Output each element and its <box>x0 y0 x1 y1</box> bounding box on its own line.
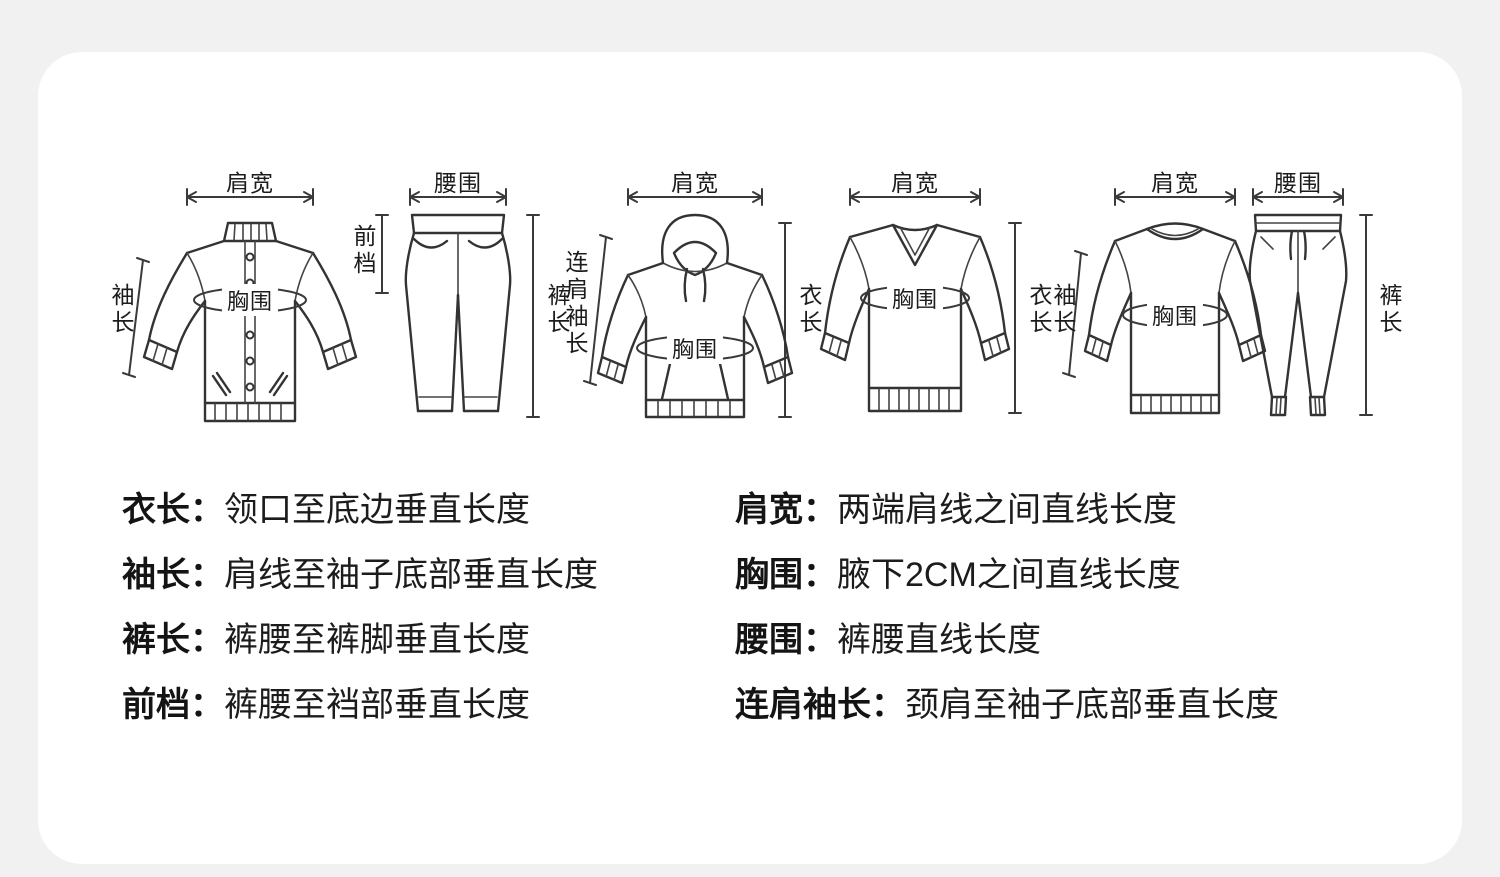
hoodie-garment-length-label: 衣长 <box>796 283 822 337</box>
glossary-term: 连肩袖长： <box>735 686 905 724</box>
sweater-chest-label: 胸围 <box>886 282 944 314</box>
hoodie-shoulder-width-label: 肩宽 <box>671 170 719 196</box>
glossary-row-sleeve-length: 袖长：肩线至袖子底部垂直长度 <box>122 557 598 593</box>
jogger-length-label: 裤长 <box>1376 283 1402 337</box>
jacket-shoulder-width-label: 肩宽 <box>226 170 274 196</box>
glossary-left-column: 衣长：领口至底边垂直长度 袖长：肩线至袖子底部垂直长度 裤长：裤腰至裤脚垂直长度… <box>122 492 598 752</box>
glossary-definition: 腋下2CM之间直线长度 <box>837 556 1181 594</box>
glossary-row-shoulder-width: 肩宽：两端肩线之间直线长度 <box>735 492 1279 528</box>
glossary-definition: 肩线至袖子底部垂直长度 <box>224 556 598 594</box>
glossary-term: 裤长： <box>122 621 224 659</box>
glossary-definition: 两端肩线之间直线长度 <box>837 491 1177 529</box>
size-guide-card <box>38 52 1462 864</box>
glossary-definition: 裤腰至裆部垂直长度 <box>224 686 530 724</box>
glossary-term: 前档： <box>122 686 224 724</box>
glossary-term: 胸围： <box>735 556 837 594</box>
sweatshirt-shoulder-width-label: 肩宽 <box>1151 170 1199 196</box>
glossary-row-garment-length: 衣长：领口至底边垂直长度 <box>122 492 598 528</box>
glossary-term: 腰围： <box>735 621 837 659</box>
sweatshirt-sleeve-length-label: 袖长 <box>1050 283 1076 337</box>
glossary-term: 肩宽： <box>735 491 837 529</box>
glossary-definition: 领口至底边垂直长度 <box>224 491 530 529</box>
sweatshirt-chest-label: 胸围 <box>1146 299 1204 331</box>
glossary-row-raglan-sleeve: 连肩袖长：颈肩至袖子底部垂直长度 <box>735 687 1279 723</box>
jacket-sleeve-length-label: 袖长 <box>108 283 134 337</box>
jacket-chest-label: 胸围 <box>221 284 279 316</box>
pants-waist-label: 腰围 <box>434 170 482 196</box>
glossary-row-waist: 腰围：裤腰直线长度 <box>735 622 1279 658</box>
glossary-row-pants-length: 裤长：裤腰至裤脚垂直长度 <box>122 622 598 658</box>
glossary-definition: 颈肩至袖子底部垂直长度 <box>905 686 1279 724</box>
sweater-illustration <box>819 188 1022 414</box>
sweater-shoulder-width-label: 肩宽 <box>891 170 939 196</box>
pants-front-rise-label: 前档 <box>350 224 376 278</box>
hoodie-raglan-sleeve-label: 连肩袖长 <box>562 250 588 358</box>
pants-illustration <box>375 188 540 418</box>
jogger-waist-label: 腰围 <box>1274 170 1322 196</box>
hoodie-illustration <box>583 188 794 419</box>
glossary-term: 袖长： <box>122 556 224 594</box>
pants-length-label: 裤长 <box>544 283 570 337</box>
glossary-row-chest: 胸围：腋下2CM之间直线长度 <box>735 557 1279 593</box>
jacket-illustration <box>122 188 358 423</box>
glossary-row-front-rise: 前档：裤腰至裆部垂直长度 <box>122 687 598 723</box>
sweater-garment-length-label: 衣长 <box>1026 283 1052 337</box>
glossary-definition: 裤腰至裤脚垂直长度 <box>224 621 530 659</box>
jogger-pants-illustration <box>1248 188 1373 417</box>
hoodie-chest-label: 胸围 <box>666 332 724 364</box>
glossary-right-column: 肩宽：两端肩线之间直线长度 胸围：腋下2CM之间直线长度 腰围：裤腰直线长度 连… <box>735 492 1279 752</box>
glossary-term: 衣长： <box>122 491 224 529</box>
glossary-definition: 裤腰直线长度 <box>837 621 1041 659</box>
